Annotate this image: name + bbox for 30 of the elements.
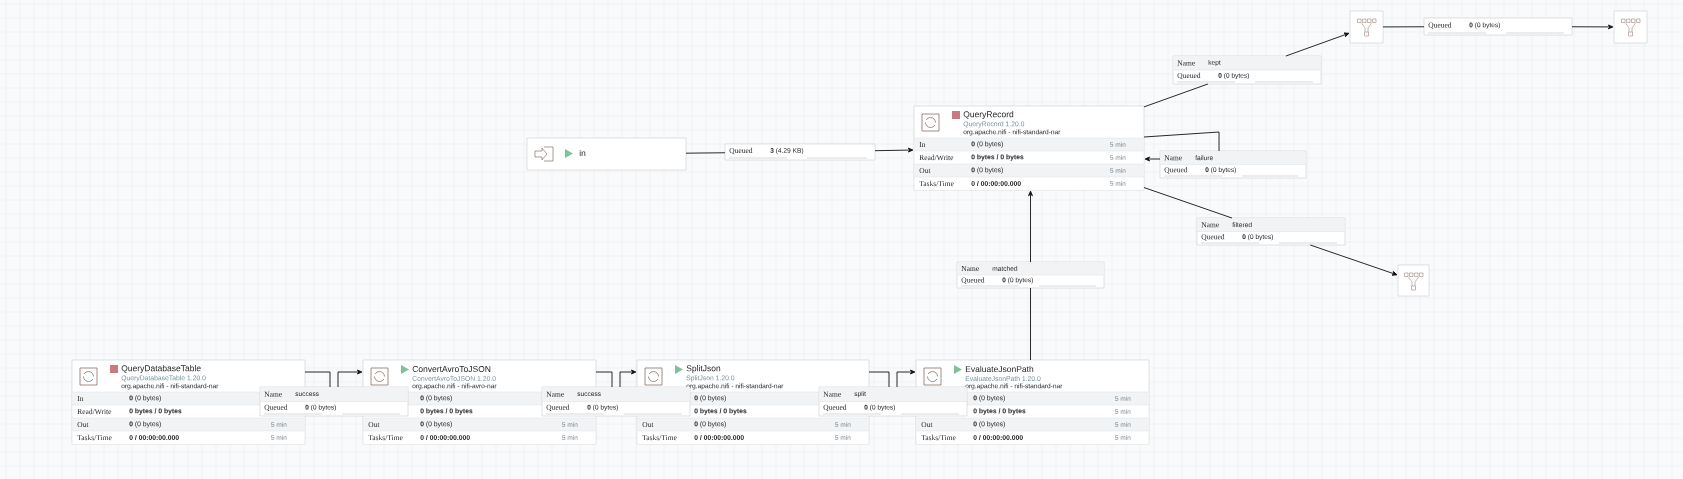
connection-label-box [259, 386, 409, 417]
input-port-box [526, 137, 687, 171]
arrow [304, 371, 331, 388]
connection-label-box [724, 143, 876, 161]
connection-label-box [1196, 217, 1346, 246]
connection-label-box [1159, 150, 1307, 179]
port-name: in [579, 149, 586, 157]
arrow [1285, 32, 1350, 57]
arrow [896, 369, 916, 388]
processor-name: QueryDatabaseTable [121, 365, 201, 373]
arrow [337, 369, 363, 388]
funnel-box [1397, 264, 1430, 297]
processor-name: EvaluateJsonPath [965, 365, 1034, 373]
arrow [868, 371, 890, 388]
arrow [1028, 190, 1033, 263]
arrow [1571, 24, 1614, 30]
processor-name: QueryRecord [963, 111, 1014, 119]
arrow [1309, 244, 1398, 276]
funnel-box [1613, 10, 1648, 44]
arrow [1144, 156, 1161, 162]
funnel-box [1349, 10, 1384, 44]
processor-box [913, 105, 1145, 191]
connection-label-box [1172, 55, 1322, 85]
processor-name: SplitJson [686, 365, 721, 373]
connection-label-box [956, 261, 1105, 289]
connection-label-box [1423, 17, 1573, 36]
processor-name: ConvertAvroToJSON [412, 366, 491, 372]
arrow [619, 369, 637, 388]
arrow [595, 371, 613, 388]
arrow [874, 147, 914, 153]
